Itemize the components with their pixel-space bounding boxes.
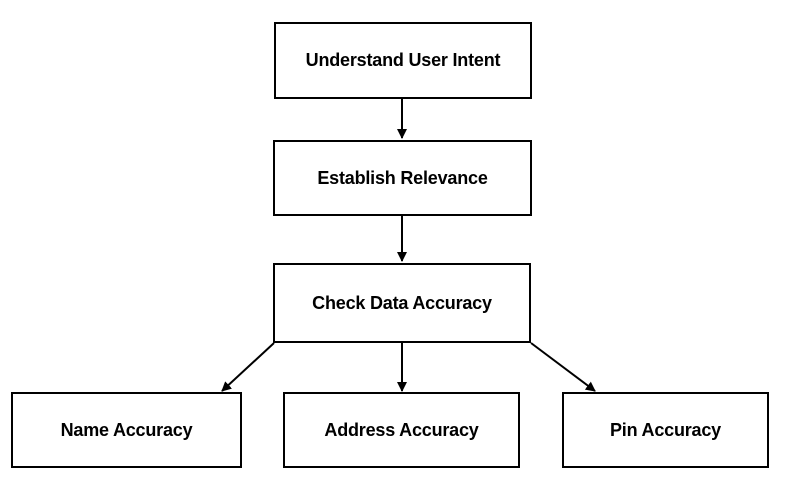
- node-establish-relevance: Establish Relevance: [273, 140, 532, 216]
- node-label: Address Accuracy: [324, 419, 479, 440]
- node-pin-accuracy: Pin Accuracy: [562, 392, 769, 468]
- node-check-data-accuracy: Check Data Accuracy: [273, 263, 531, 343]
- node-label: Check Data Accuracy: [312, 292, 492, 313]
- node-address-accuracy: Address Accuracy: [283, 392, 520, 468]
- arrow-check-to-pin: [530, 342, 596, 392]
- arrow-check-to-name: [221, 342, 275, 392]
- node-label: Establish Relevance: [317, 167, 488, 188]
- node-name-accuracy: Name Accuracy: [11, 392, 242, 468]
- node-understand-user-intent: Understand User Intent: [274, 22, 532, 99]
- node-label: Understand User Intent: [305, 50, 501, 70]
- node-label: Pin Accuracy: [610, 419, 721, 440]
- node-label: Name Accuracy: [60, 419, 193, 440]
